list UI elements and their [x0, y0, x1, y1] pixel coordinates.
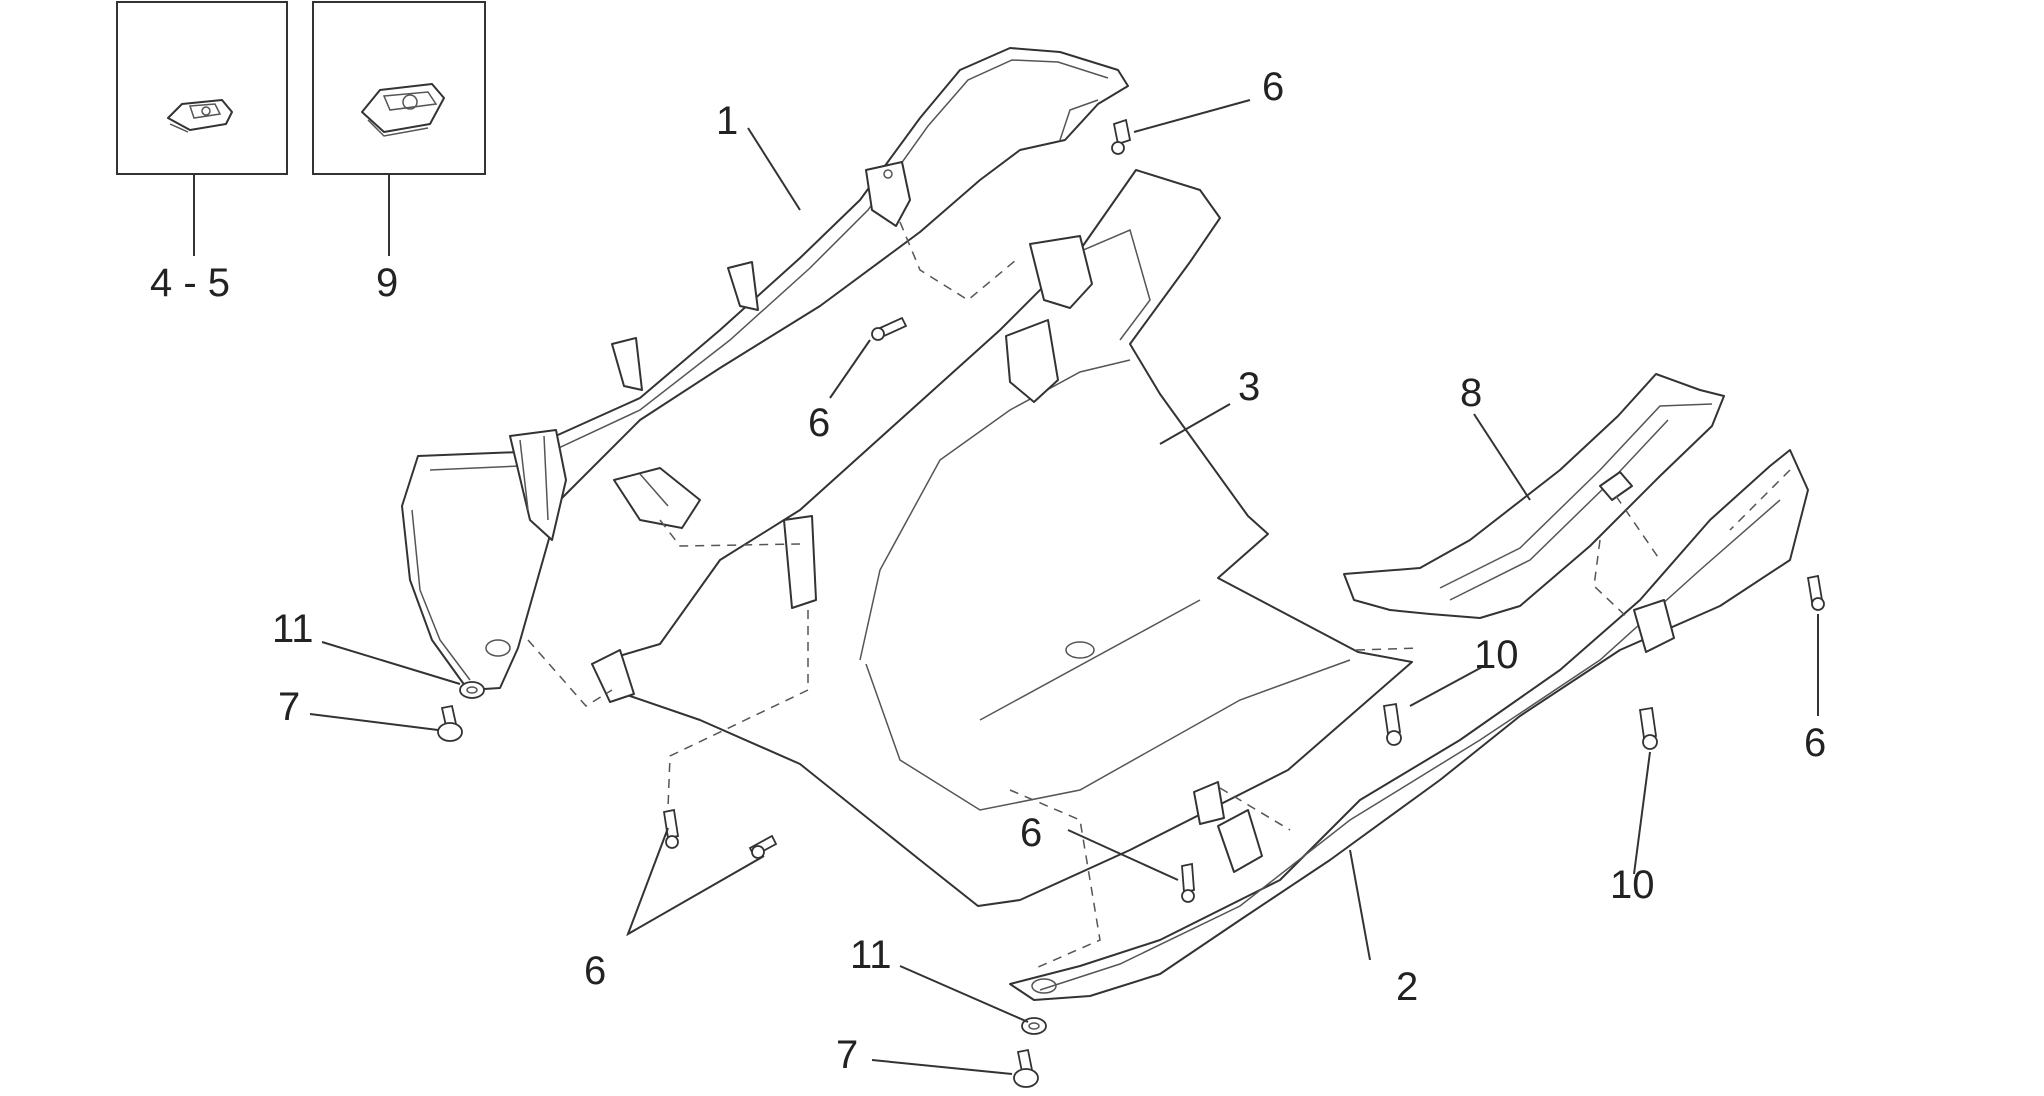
cage-nut-clip-icon: [361, 83, 445, 137]
callout-labels: 1 2 3 6 6 6 6 6 7 7 8 10 10 11 11: [272, 65, 1826, 1077]
callout-6-bottom-left: 6: [584, 949, 606, 993]
callout-11-left: 11: [272, 607, 314, 651]
screw-6-bottom-left-b: [748, 834, 778, 859]
screw-6-bottom-mid: [1181, 862, 1195, 903]
part-1-left-side-panel: [401, 47, 1129, 691]
washer-11-left: [459, 681, 485, 699]
screw-6-left-mid: [871, 316, 908, 341]
part-8-right-trim-strip: [1343, 373, 1725, 619]
screw-10-right: [1638, 706, 1658, 750]
screw-10-mid: [1382, 702, 1402, 746]
part-3-center-floor-panel: [591, 169, 1413, 907]
screw-6-right: [1806, 574, 1825, 611]
callout-6-left-mid: 6: [808, 401, 830, 445]
callout-7-left: 7: [278, 685, 300, 729]
inset-clip-4-5: 4 - 5: [116, 1, 288, 305]
callout-8: 8: [1460, 371, 1482, 415]
callout-6-bottom-mid: 6: [1020, 811, 1042, 855]
callout-1: 1: [716, 99, 738, 143]
callout-6-right: 6: [1804, 721, 1826, 765]
bolt-7-left: [437, 704, 463, 742]
part-2-right-side-panel: [1009, 449, 1809, 1001]
inset-clip-9: 9: [312, 1, 486, 305]
callout-3: 3: [1238, 365, 1260, 409]
screw-6-bottom-left-a: [662, 808, 680, 849]
callout-10-mid: 10: [1474, 633, 1519, 677]
inset-label-9: 9: [376, 261, 398, 305]
fasteners: [437, 118, 1825, 1088]
callout-2: 2: [1396, 965, 1418, 1009]
speed-nut-clip-icon: [167, 99, 233, 133]
callout-6-top: 6: [1262, 65, 1284, 109]
inset-label-4-5: 4 - 5: [150, 261, 230, 305]
callout-7-bottom: 7: [836, 1033, 858, 1077]
bolt-7-bottom: [1013, 1048, 1039, 1088]
leader-lines: [309, 99, 1819, 1075]
assembly-dashed-lines: [527, 221, 1791, 969]
callout-11-bottom: 11: [850, 933, 892, 977]
screw-6-top: [1111, 118, 1132, 155]
callout-10-right: 10: [1610, 863, 1655, 907]
